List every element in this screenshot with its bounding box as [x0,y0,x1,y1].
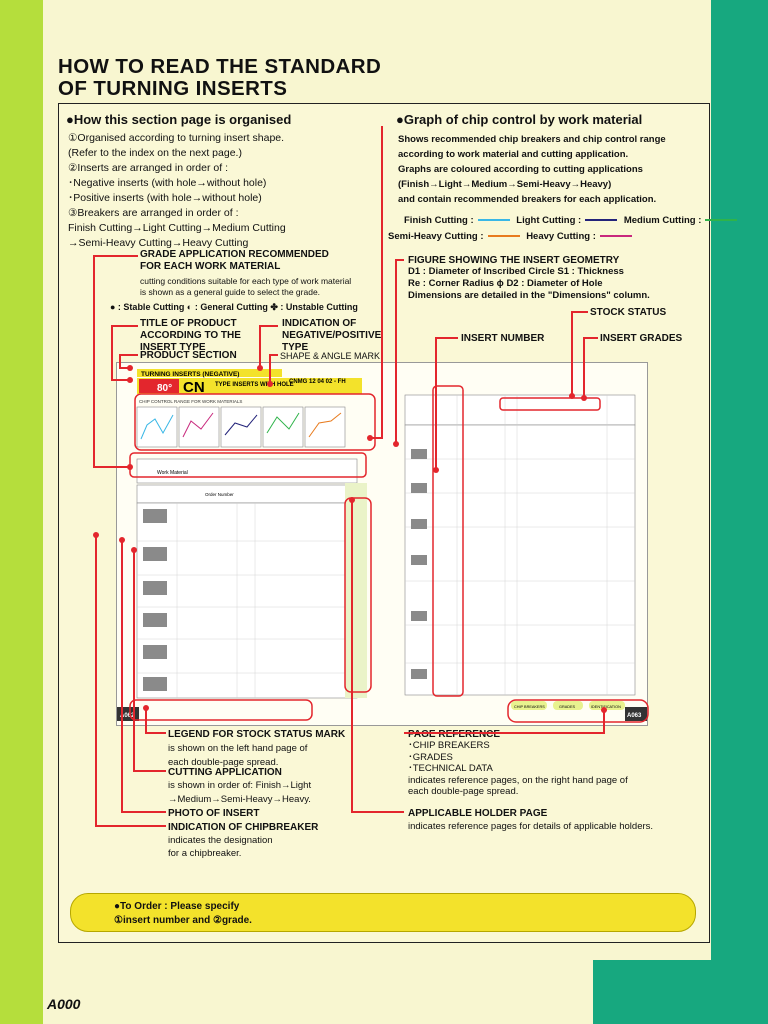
right-page-number-text: A063 [627,713,642,719]
organisation-line: ③Breakers are arranged in order of : [68,207,239,219]
legend-stock-sub: is shown on the left hand page of each d… [168,743,308,768]
legend-semiheavy-swatch [487,235,520,238]
chipbreaker-sub: indicates the designation for a chipbrea… [168,835,273,859]
ref-tag-chipbreakers: CHIP BREAKERS [514,705,545,709]
to-order-line: ①insert number and ②grade. [114,915,252,926]
angle-text: 80° [157,383,172,394]
example-code: CNMG 12 04 02 - FH [289,379,346,385]
legend-stock-title: LEGEND FOR STOCK STATUS MARK [168,729,346,740]
type-bar [137,378,362,394]
cutting-legend-row-2: Semi-Heavy Cutting : Heavy Cutting : [388,231,636,242]
organisation-line: ②Inserts are arranged in order of : [68,162,228,174]
product-section-label: PRODUCT SECTION [140,350,237,361]
organisation-line: Finish Cutting→Light Cutting→Medium Cutt… [68,222,286,234]
graph-title: CHIP CONTROL RANGE FOR WORK MATERIALS [139,399,242,404]
legend-light-swatch [585,219,618,222]
organisation-text: ①Organised according to turning insert s… [68,131,286,251]
reference-tags: CHIP BREAKERS GRADES IDENTIFICATION [511,701,625,710]
legend-light-label: Light Cutting : [516,215,582,226]
spread-section-text: TURNING INSERTS (NEGATIVE) [141,371,239,378]
negative-positive-label: INDICATION OF NEGATIVE/POSITIVE TYPE [282,318,382,353]
organisation-line: →Semi-Heavy Cutting→Heavy Cutting [68,237,249,249]
holder-page-title: APPLICABLE HOLDER PAGE [408,808,548,819]
to-order-line: ●To Order : Please specify [114,901,240,912]
type-label: TYPE INSERTS WITH HOLE [215,382,294,388]
ref-tag-identification: IDENTIFICATION [591,705,621,709]
grade-application-sub: cutting conditions suitable for each typ… [140,276,352,297]
organisation-line: ①Organised according to turning insert s… [68,132,285,144]
insert-geometry-title: FIGURE SHOWING THE INSERT GEOMETRY [408,255,620,266]
cutting-application-title: CUTTING APPLICATION [168,767,282,778]
chip-graph-heading: ●Graph of chip control by work material [396,112,643,127]
cutting-stability-key: ● : Stable Cutting ◐ : General Cutting ✤… [110,302,358,312]
chip-graph-line: Graphs are coloured according to cutting… [398,164,643,175]
page-reference-title: PAGE REFERENCE [408,729,501,740]
chip-graph-line: (Finish→Light→Medium→Semi-Heavy→Heavy) [398,179,612,190]
ref-tag-grades: GRADES [559,705,576,709]
angle-badge [139,379,179,393]
geometry-line: Dimensions are detailed in the "Dimensio… [408,290,650,301]
cutting-legend-row-1: Finish Cutting : Light Cutting : Medium … [404,215,741,226]
left-page-number-text: A062 [120,713,135,719]
chipbreaker-title: INDICATION OF CHIPBREAKER [168,822,319,833]
cutting-application-sub: is shown in order of: Finish→Light →Medi… [168,780,312,805]
insert-geometry-text: D1 : Diameter of Inscribed Circle S1 : T… [408,266,650,302]
section-bar [137,369,282,377]
organisation-heading: ●How this section page is organised [66,112,292,127]
legend-finish-label: Finish Cutting : [404,215,474,226]
work-material-text: Work Material [157,470,188,476]
legend-semiheavy-label: Semi-Heavy Cutting : [388,231,484,242]
grade-application-title: GRADE APPLICATION RECOMMENDED FOR EACH W… [140,249,329,272]
organisation-line: (Refer to the index on the next page.) [68,147,242,159]
order-number-header: Order Number [205,492,234,497]
to-order-box [70,893,696,932]
left-product-table [136,502,358,699]
left-color-band [0,0,43,1024]
insert-number-label: INSERT NUMBER [461,333,545,344]
chip-graph-line: Shows recommended chip breakers and chip… [398,134,666,145]
organisation-line: ･Positive inserts (with hole→without hol… [68,192,262,204]
page-reference-sub: ･CHIP BREAKERS ･GRADES ･TECHNICAL DATA i… [408,740,628,797]
legend-heavy-label: Heavy Cutting : [526,231,596,242]
page-number: A000 [47,996,81,1012]
right-page-number [625,707,647,721]
page-index-column [345,483,367,698]
organisation-line: ･Negative inserts (with hole→without hol… [68,177,267,189]
geometry-line: D1 : Diameter of Inscribed Circle S1 : T… [408,266,624,277]
title-of-product-label: TITLE OF PRODUCT ACCORDING TO THE INSERT… [140,318,241,353]
stock-status-label: STOCK STATUS [590,307,667,318]
insert-grades-label: INSERT GRADES [600,333,683,344]
shape-letters: CN [183,379,205,396]
legend-heavy-swatch [599,235,632,238]
work-material-header [136,458,358,484]
chip-graph-line: according to work material and cutting a… [398,149,629,160]
shape-angle-label: SHAPE & ANGLE MARK [280,351,381,361]
photo-of-insert-label: PHOTO OF INSERT [168,808,260,819]
legend-medium-label: Medium Cutting : [623,215,702,226]
chip-graph-text: Shows recommended chip breakers and chip… [398,132,666,207]
to-order-text: ●To Order : Please specify ①insert numbe… [114,900,252,928]
legend-finish-swatch [477,219,510,222]
chip-graph-line: and contain recommended breakers for eac… [398,194,657,205]
holder-page-sub: indicates reference pages for details of… [408,821,654,832]
page-title: HOW TO READ THE STANDARD OF TURNING INSE… [58,55,382,100]
legend-medium-swatch [705,219,738,222]
chip-control-graphs [136,406,346,448]
geometry-line: Re : Corner Radius ϕ D2 : Diameter of Ho… [408,278,603,289]
